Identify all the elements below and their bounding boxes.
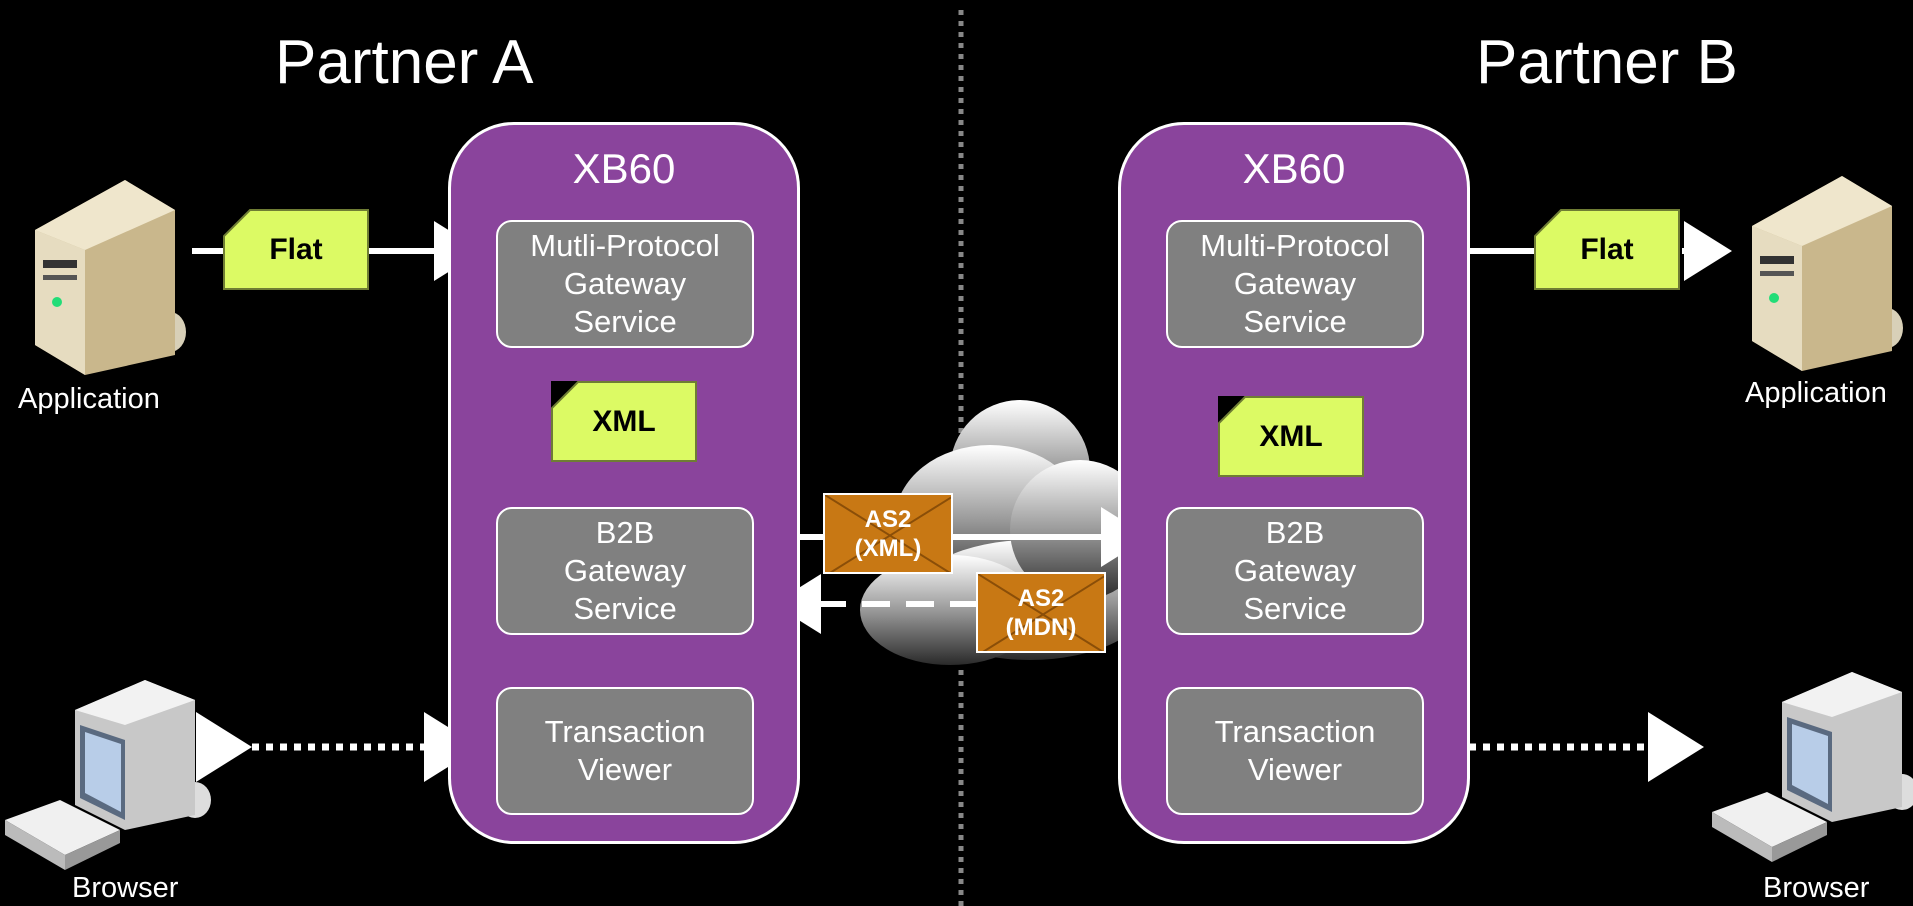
browser-computer-icon (5, 680, 211, 870)
document-label: Flat (269, 232, 323, 266)
as2-mdn-envelope: AS2 (MDN) (976, 572, 1106, 653)
document-label: Flat (1580, 232, 1634, 266)
service-label: Mutli-Protocol Gateway Service (530, 228, 720, 339)
partner-a-title: Partner A (275, 28, 534, 97)
envelope-flap-icon (978, 574, 1104, 651)
application-label: Application (18, 383, 160, 415)
flat-document: Flat (223, 209, 369, 290)
application-server-icon (1752, 176, 1903, 371)
transaction-viewer[interactable]: Transaction Viewer (496, 687, 754, 815)
document-fold-icon (551, 381, 580, 410)
as2-xml-envelope: AS2 (XML) (823, 493, 953, 574)
xml-document: XML (551, 381, 697, 462)
xml-document: XML (1218, 396, 1364, 477)
application-server-icon (35, 180, 186, 375)
flat-document: Flat (1534, 209, 1680, 290)
envelope-label: AS2 (XML) (854, 505, 922, 562)
browser-computer-icon (1712, 672, 1913, 862)
document-label: XML (1259, 419, 1323, 453)
browser-label: Browser (72, 872, 179, 904)
envelope-label: AS2 (MDN) (1005, 584, 1077, 641)
document-fold-icon (1218, 396, 1247, 425)
xb60-appliance-a: XB60 Mutli-Protocol Gateway Service B2B … (448, 122, 800, 844)
service-label: B2B Gateway Service (563, 515, 687, 626)
multi-protocol-gateway-service[interactable]: Mutli-Protocol Gateway Service (496, 220, 754, 348)
xb60-title: XB60 (1242, 145, 1346, 192)
b2b-gateway-service[interactable]: B2B Gateway Service (496, 507, 754, 635)
service-label: Multi-Protocol Gateway Service (1200, 228, 1390, 339)
envelope-flap-icon (825, 495, 951, 572)
xb60-title: XB60 (572, 145, 676, 192)
service-label: B2B Gateway Service (1233, 515, 1357, 626)
service-label: Transaction Viewer (544, 714, 706, 787)
multi-protocol-gateway-service[interactable]: Multi-Protocol Gateway Service (1166, 220, 1424, 348)
internet-cloud (860, 400, 1150, 665)
document-fold-icon (223, 209, 252, 238)
service-label: Transaction Viewer (1214, 714, 1376, 787)
application-label: Application (1745, 377, 1887, 409)
transaction-viewer[interactable]: Transaction Viewer (1166, 687, 1424, 815)
document-label: XML (592, 404, 656, 438)
document-fold-icon (1534, 209, 1563, 238)
browser-label: Browser (1763, 872, 1870, 904)
b2b-gateway-service[interactable]: B2B Gateway Service (1166, 507, 1424, 635)
xb60-appliance-b: XB60 Multi-Protocol Gateway Service B2B … (1118, 122, 1470, 844)
partner-b-title: Partner B (1476, 28, 1738, 97)
